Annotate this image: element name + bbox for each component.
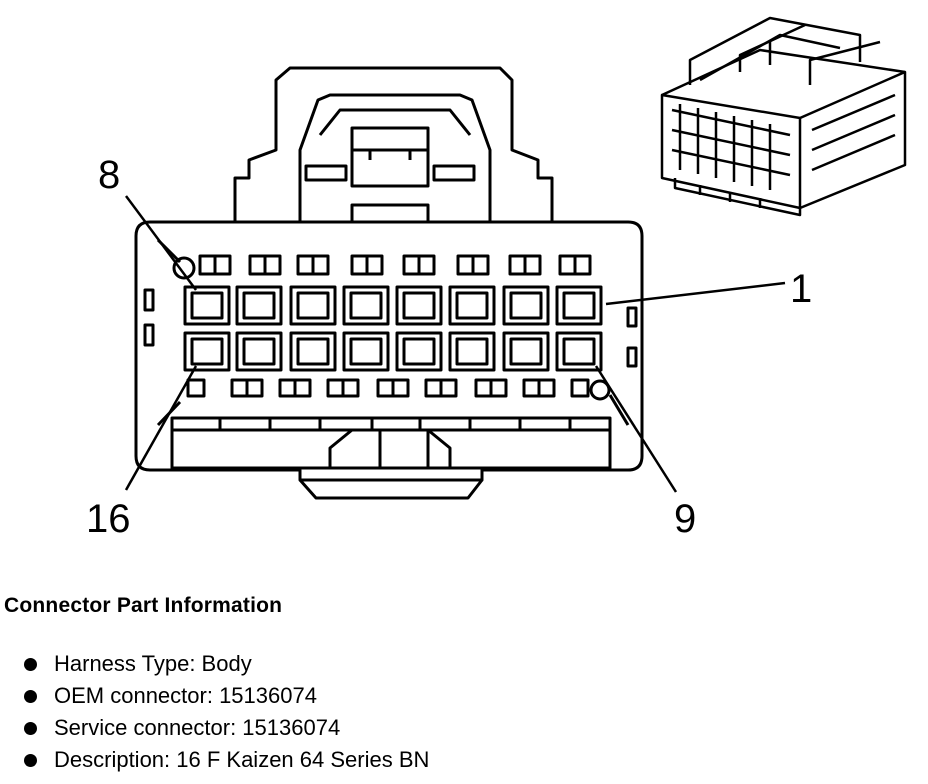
leader-lines [124, 195, 786, 493]
bullet-icon [24, 722, 37, 735]
lock-bar [170, 416, 612, 470]
connector-body [134, 220, 644, 500]
list-item-text: OEM connector: 15136074 [54, 683, 317, 708]
latch-housing [233, 66, 554, 224]
list-item-text: Service connector: 15136074 [54, 715, 341, 740]
bullet-icon [24, 690, 37, 703]
bullet-icon [24, 658, 37, 671]
bullet-icon [24, 754, 37, 767]
section-heading: Connector Part Information [4, 594, 283, 617]
connector-isometric-view [660, 16, 907, 217]
list-item-service-connector: Service connector: 15136074 [4, 712, 904, 744]
pin-label-8: 8 [98, 153, 120, 197]
pin-label-9: 9 [674, 497, 696, 541]
pin-label-16: 16 [86, 497, 131, 541]
connector-face-diagram: 8 1 16 9 [86, 16, 907, 541]
sense-cavities-bottom [186, 378, 590, 398]
list-item-description: Description: 16 F Kaizen 64 Series BN [4, 744, 904, 776]
terminal-row-upper [183, 285, 603, 326]
pin-label-1: 1 [790, 267, 812, 311]
sense-cavities-top [198, 254, 592, 276]
connector-part-information: Connector Part Information Harness Type:… [4, 594, 904, 776]
list-item-text: Harness Type: Body [54, 651, 252, 676]
list-item-oem-connector: OEM connector: 15136074 [4, 680, 904, 712]
terminal-row-lower [183, 331, 603, 372]
info-list: Harness Type: Body OEM connector: 151360… [4, 648, 904, 776]
list-item-harness-type: Harness Type: Body [4, 648, 904, 680]
list-item-text: Description: 16 F Kaizen 64 Series BN [54, 747, 430, 772]
